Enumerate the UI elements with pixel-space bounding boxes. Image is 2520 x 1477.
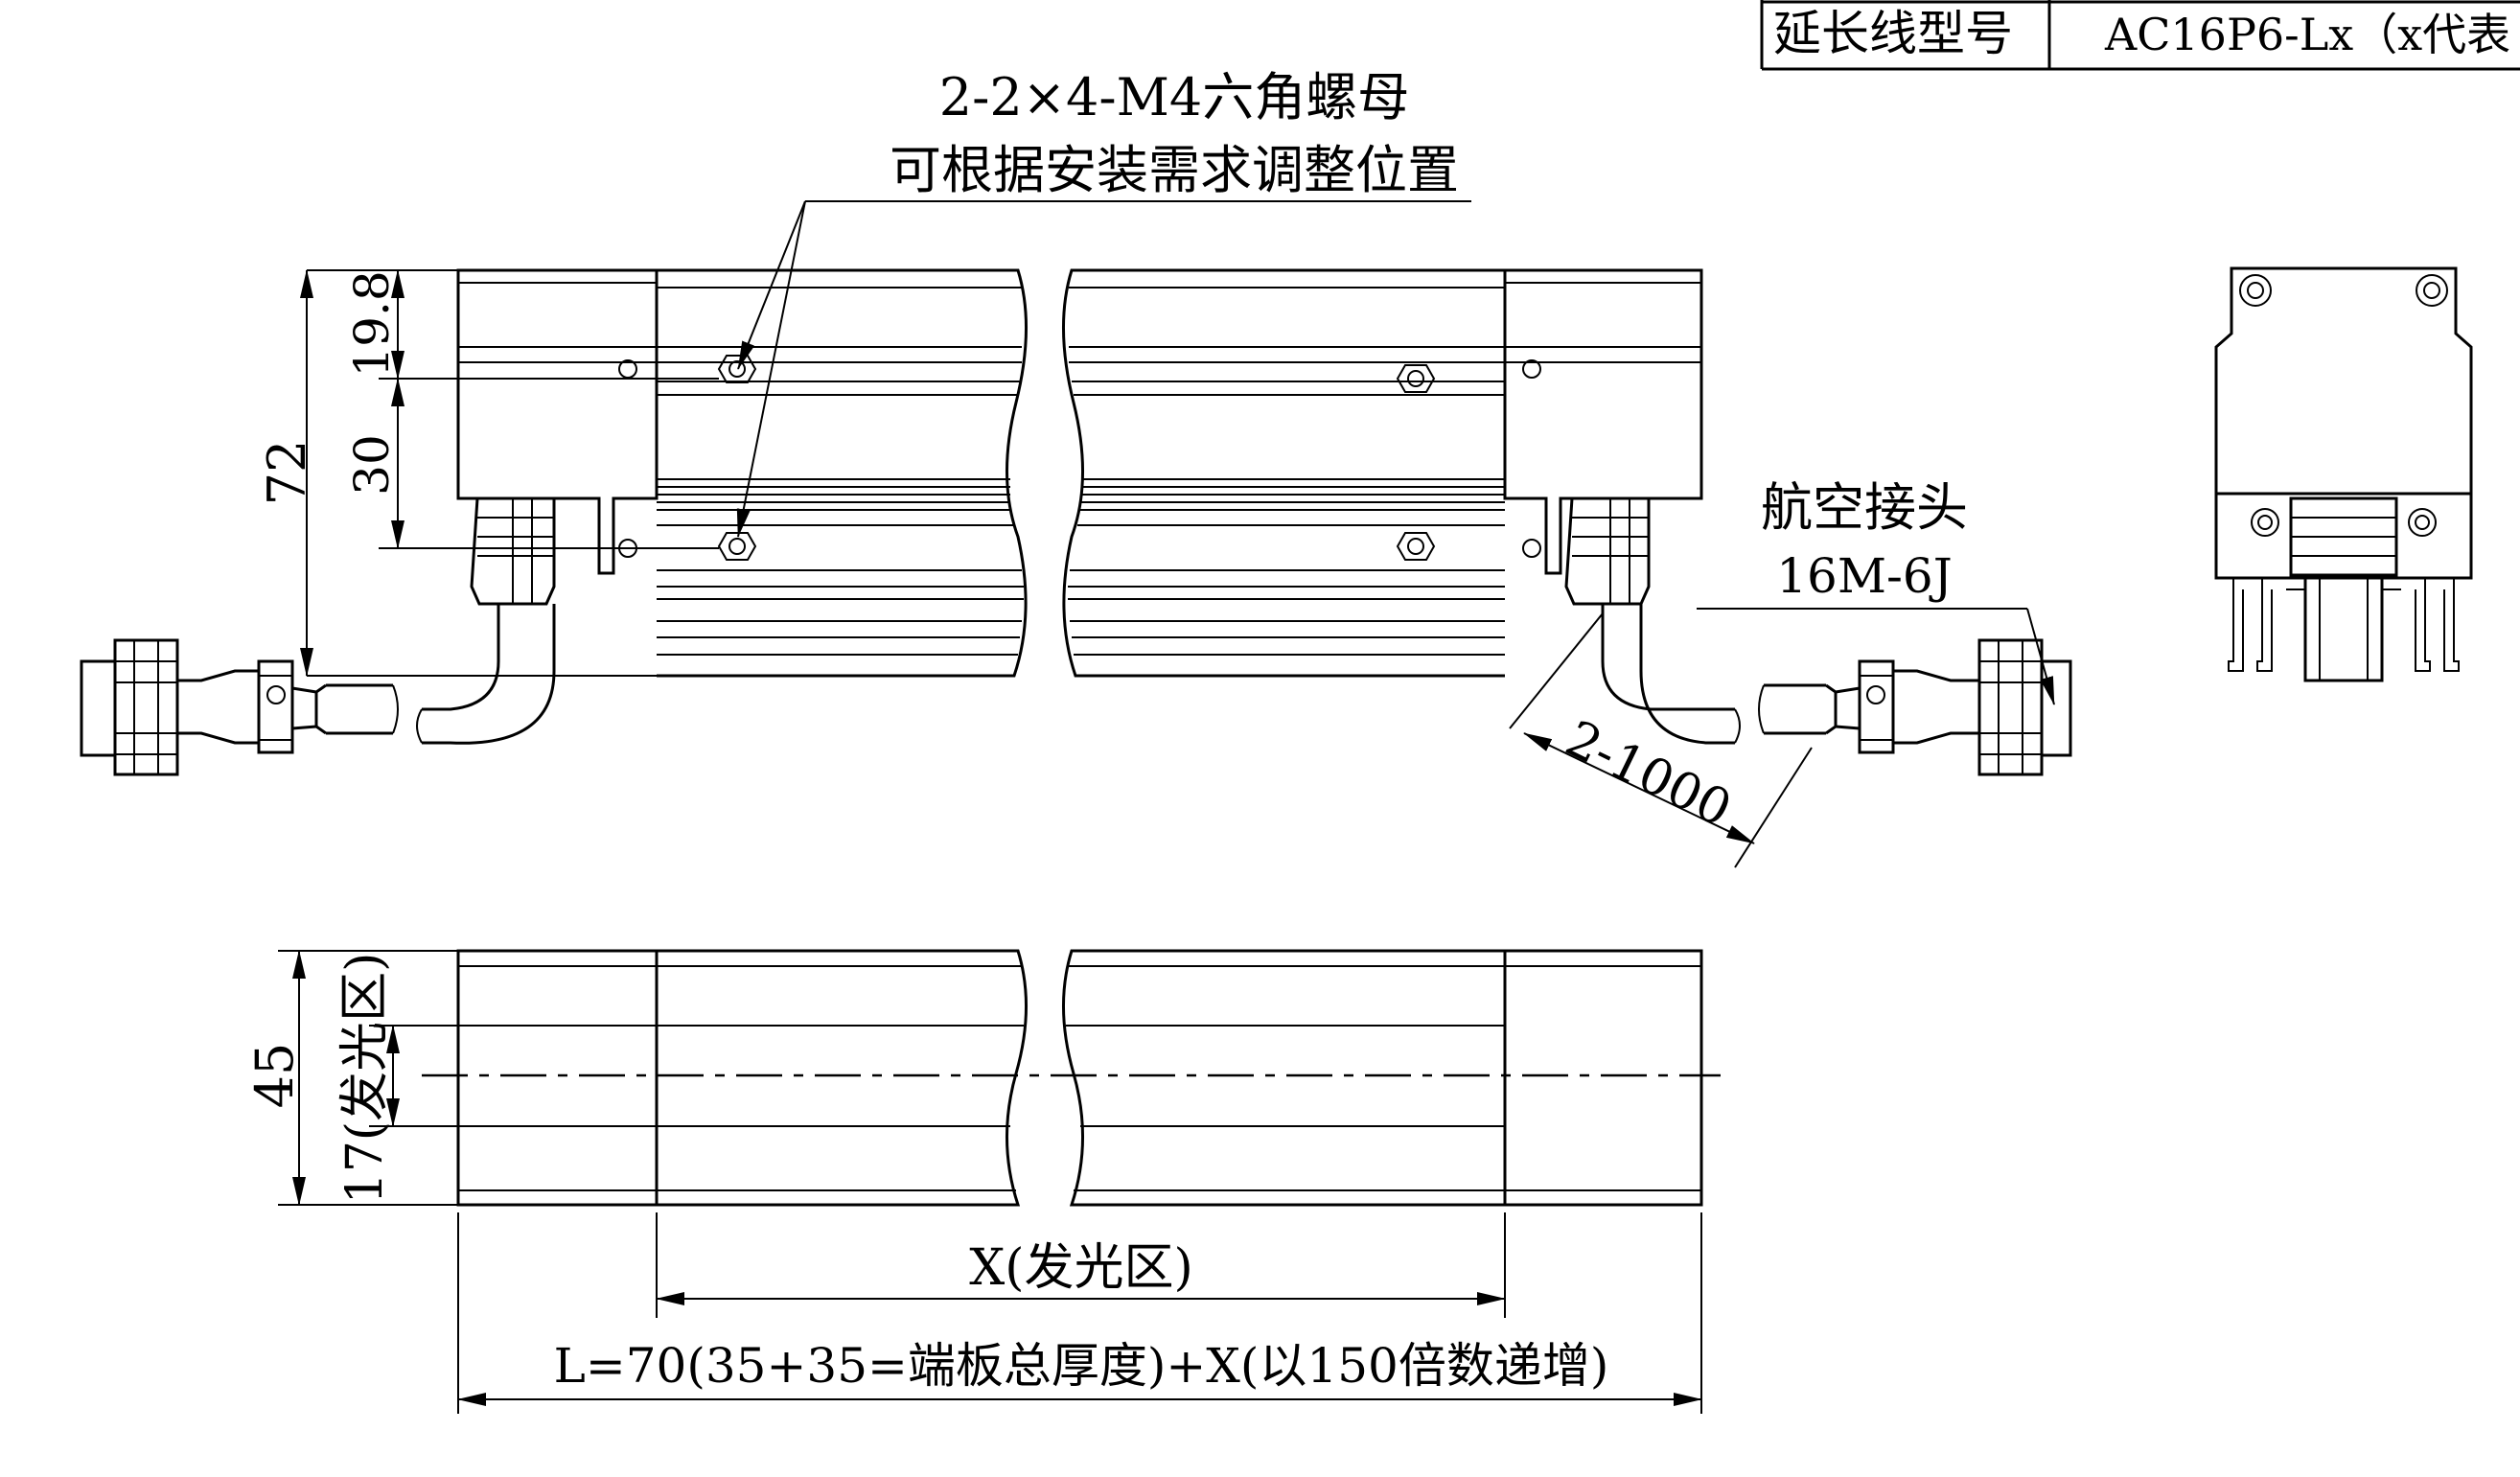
title-block-label: 延长线型号 (1773, 6, 2013, 61)
width-total-dim: 45 (244, 1043, 305, 1109)
hex-nut-icon (717, 355, 1436, 561)
height-top-dim: 19.8 (344, 270, 400, 377)
nut-annotation: 2-2×4-M4六角螺母 可根据安装需求调整位置 (736, 67, 1471, 538)
top-view: 45 17(发光区) X(发光区) L=70(35+35=端板总厚度)+X(以1… (244, 949, 1721, 1414)
height-total-dim: 72 (257, 440, 317, 506)
width-light-dim: 17(发光区) (336, 953, 394, 1205)
front-view: 航空接头 16M-6J 2-1000 72 19.8 30 (80, 268, 2072, 868)
nut-spec-text: 2-2×4-M4六角螺母 (939, 67, 1409, 127)
left-connector (80, 638, 399, 776)
connector-model-text: 16M-6J (1776, 548, 1953, 604)
length-light-dim: X(发光区) (969, 1239, 1193, 1297)
cable-length-text: 2-1000 (1557, 710, 1740, 839)
height-mid-dim: 30 (344, 434, 400, 496)
right-cable-gland (1564, 496, 1741, 745)
length-total-dim: L=70(35+35=端板总厚度)+X(以150倍数递增) (554, 1338, 1609, 1394)
nut-note-text: 可根据安装需求调整位置 (890, 140, 1459, 200)
title-block-value: AC16P6-Lx（x代表 (2104, 9, 2510, 60)
connector-name-text: 航空接头 (1761, 477, 1968, 538)
right-connector (1758, 638, 2072, 776)
left-cable-gland (416, 496, 657, 745)
title-block: 延长线型号 AC16P6-Lx（x代表 (1760, 0, 2520, 71)
side-view (2214, 266, 2473, 682)
